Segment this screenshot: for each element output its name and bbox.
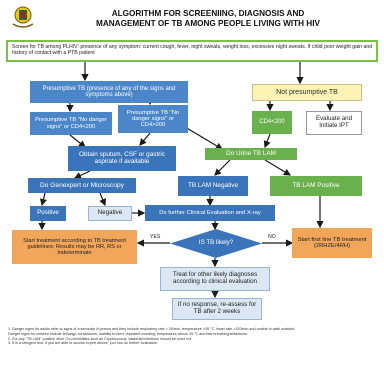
title-line-1: ALGORITHM FOR SCREENIING, DIAGNOSIS AND — [111, 9, 305, 18]
presumptive-no-danger-text: Presumptive TB "No danger signs" or CD4>… — [126, 109, 180, 129]
if-no-response-box: If no response, re-assess for TB after 2… — [172, 298, 262, 320]
obtain-sputum-box: Obtain sputum, CSF or gastric aspirate i… — [68, 146, 176, 171]
start-first-line-text: Start first line TB treatment (2RHZE/4RH… — [297, 236, 367, 249]
presumptive-danger-signs-box: Presumptive TB "No danger signs" or CD4<… — [30, 112, 112, 135]
title-line-2: MANAGEMENT OF TB AMONG PEOPLE LIVING WIT… — [96, 19, 320, 28]
footnote-1b: Danger signs for children include lethar… — [8, 331, 248, 336]
further-evaluation-box: Do further Clinical Evaluation and X-ray — [145, 205, 275, 221]
not-presumptive-tb-text: Not presumptive TB — [276, 88, 338, 96]
negative-text: Negative — [97, 209, 123, 217]
no-label: NO — [268, 234, 276, 240]
tb-lam-positive-box: TB LAM Positive — [270, 176, 362, 196]
page-title: ALGORITHM FOR SCREENIING, DIAGNOSIS AND … — [40, 9, 376, 29]
tb-lam-positive-text: TB LAM Positive — [292, 181, 340, 189]
treat-other-box: Treat for other likely diagnoses accordi… — [160, 267, 270, 291]
evaluate-ipt-box: Evaluate and Initiate IPT — [306, 111, 362, 135]
do-genexpert-text: Do Genexpert or Microscopy — [40, 181, 124, 189]
screen-for-tb-text: Screen for TB among PLHIV: presence of a… — [12, 44, 373, 56]
presumptive-tb-box: Presumptive TB (presence of any of the s… — [30, 81, 188, 103]
tb-lam-negative-text: TB LAM Negative — [187, 181, 239, 189]
obtain-sputum-text: Obtain sputum, CSF or gastric aspirate i… — [79, 150, 165, 165]
start-treatment-text: Start treatment according to TB treatmen… — [23, 237, 126, 257]
footnote-1: 1. Danger signs for adults refer to sign… — [8, 327, 296, 331]
presumptive-danger-text: Presumptive TB "No danger signs" or CD4<… — [35, 117, 107, 130]
footnotes: 1. Danger signs for adults refer to sign… — [8, 327, 380, 346]
further-eval-text: Do further Clinical Evaluation and X-ray — [159, 209, 261, 216]
do-genexpert-box: Do Genexpert or Microscopy — [28, 178, 136, 193]
positive-box: Positive — [30, 206, 66, 221]
footnote-2: 2. For any "TB LAM" positive other Co-mo… — [8, 336, 192, 341]
is-tb-likely-text: IS TB likely? — [198, 239, 234, 247]
cd4-text: CD4<200 — [259, 119, 285, 126]
if-no-response-text: If no response, re-assess for TB after 2… — [177, 301, 257, 315]
presumptive-tb-text: Presumptive TB (presence of any of the s… — [42, 85, 176, 98]
not-presumptive-tb-box: Not presumptive TB — [252, 84, 362, 101]
yes-label: YES — [150, 234, 161, 240]
treat-other-text: Treat for other likely diagnoses accordi… — [172, 271, 258, 285]
presumptive-no-danger-box: Presumptive TB "No danger signs" or CD4>… — [118, 105, 188, 133]
cd4-below-200-box: CD4<200 — [252, 111, 292, 134]
screen-for-tb-box: Screen for TB among PLHIV: presence of a… — [6, 40, 378, 62]
do-urine-lam-text: Do Urine TB LAM — [226, 149, 276, 157]
footnote-3: 3. It is a stringent test; if you are ab… — [8, 341, 158, 346]
negative-box: Negative — [88, 206, 132, 221]
start-first-line-box: Start first line TB treatment (2RHZE/4RH… — [292, 228, 372, 258]
coat-of-arms-logo — [10, 4, 36, 28]
evaluate-ipt-text: Evaluate and Initiate IPT — [315, 115, 353, 129]
is-tb-likely-diamond: IS TB likely? — [170, 229, 262, 258]
tb-lam-negative-box: TB LAM Negative — [178, 176, 248, 196]
do-urine-tb-lam-box: Do Urine TB LAM — [205, 148, 297, 160]
positive-text: Positive — [37, 209, 59, 217]
start-treatment-box: Start treatment according to TB treatmen… — [12, 230, 137, 264]
